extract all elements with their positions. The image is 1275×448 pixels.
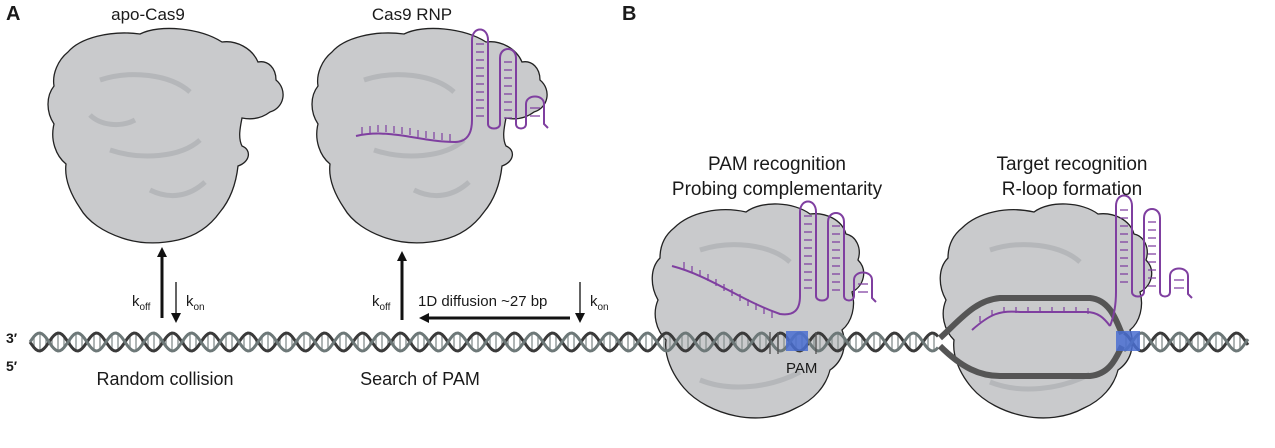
- pam-site: [769, 331, 817, 354]
- pam-stage-title-line1: PAM recognition: [708, 154, 846, 175]
- guide-rna-rnp: [355, 28, 549, 144]
- r-loop: [937, 194, 1193, 379]
- k-off-label-2: koff: [372, 293, 391, 313]
- apo-cas9-protein: [47, 27, 284, 244]
- k-on-label-2: kon: [590, 293, 609, 313]
- target-stage-title-line2: R-loop formation: [1002, 179, 1142, 200]
- target-stage-title-line1: Target recognition: [996, 154, 1147, 175]
- guide-rna-pam: [671, 200, 877, 318]
- k-on-label-1: kon: [186, 293, 205, 313]
- pam-stage-title-line2: Probing complementarity: [672, 179, 883, 200]
- pam-label: PAM: [786, 360, 817, 377]
- panel-label-b: B: [622, 3, 636, 25]
- diffusion-label: 1D diffusion ~27 bp: [418, 293, 547, 310]
- strand-5prime-label: 5′: [6, 358, 18, 374]
- panel-label-a: A: [6, 3, 20, 25]
- collision-rate-arrows: [157, 247, 181, 323]
- search-rate-arrows: [397, 251, 585, 323]
- search-pam-caption: Search of PAM: [360, 369, 480, 389]
- strand-3prime-label: 3′: [6, 330, 18, 346]
- cas9-rnp-label: Cas9 RNP: [372, 5, 452, 24]
- apo-cas9-label: apo-Cas9: [111, 5, 185, 24]
- cas9-rnp-protein: [311, 27, 548, 244]
- k-off-label-1: koff: [132, 293, 151, 313]
- pam-recognition-protein: [651, 203, 865, 419]
- random-collision-caption: Random collision: [96, 369, 233, 389]
